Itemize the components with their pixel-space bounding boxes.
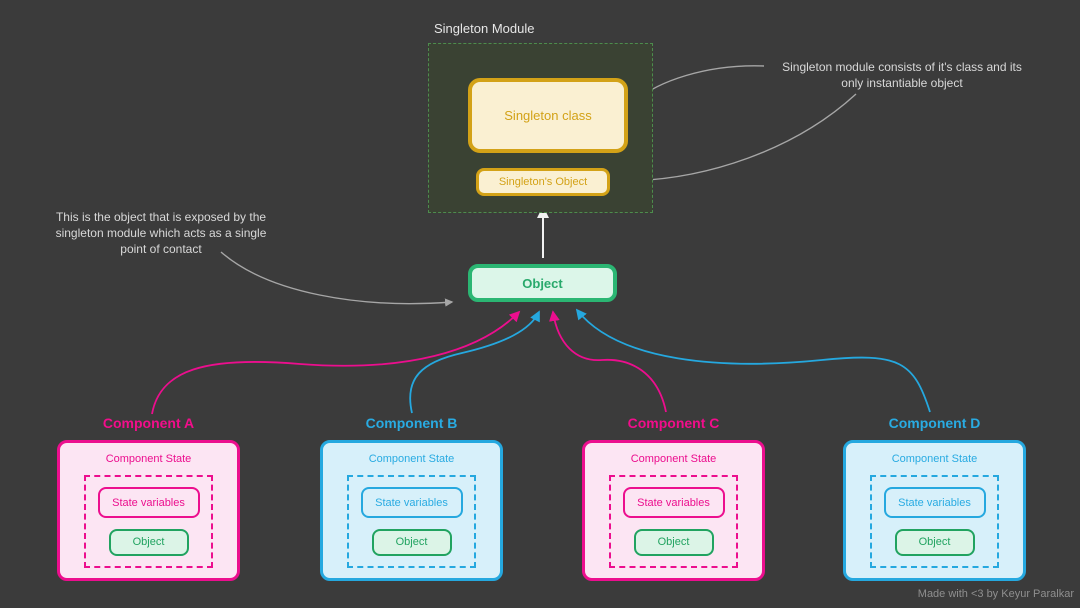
component-b-title: Component B	[365, 415, 458, 431]
component-a-box: Component State State variables Object	[57, 440, 240, 581]
component-state-label: Component State	[368, 453, 455, 465]
component-state-dashed-box: State variables Object	[870, 475, 999, 568]
component-state-dashed-box: State variables Object	[347, 475, 476, 568]
arrow-note-to-object	[220, 251, 454, 307]
arrow-component-d-to-object	[575, 308, 931, 413]
component-object-box: Object	[371, 528, 452, 556]
state-variables-box: State variables	[622, 487, 725, 519]
component-object-box: Object	[633, 528, 714, 556]
annotation-module-note: Singleton module consists of it's class …	[782, 60, 1022, 91]
exposed-object-box: Object	[468, 264, 617, 302]
exposed-object-label: Object	[522, 275, 563, 291]
component-b-box: Component State State variables Object	[320, 440, 503, 581]
component-a-title: Component A	[102, 415, 195, 431]
component-a: Component A Component State State variab…	[57, 413, 240, 581]
component-object-box: Object	[108, 528, 189, 556]
arrow-component-a-to-object	[151, 310, 521, 415]
component-c: Component C Component State State variab…	[582, 413, 765, 581]
component-state-label: Component State	[105, 453, 192, 465]
component-state-dashed-box: State variables Object	[609, 475, 738, 568]
component-state-dashed-box: State variables Object	[84, 475, 213, 568]
component-b: Component B Component State State variab…	[320, 413, 503, 581]
state-variables-box: State variables	[883, 487, 986, 519]
singleton-class-box: Singleton class	[468, 78, 628, 153]
annotation-object-note: This is the object that is exposed by th…	[55, 210, 267, 257]
component-d: Component D Component State State variab…	[843, 413, 1026, 581]
singleton-module-label: Singleton Module	[434, 21, 535, 36]
component-c-title: Component C	[627, 415, 720, 431]
arrow-note-to-singleton-object	[623, 93, 857, 186]
state-variables-box: State variables	[97, 487, 200, 519]
arrow-component-b-to-object	[409, 310, 540, 414]
arrow-component-c-to-object	[549, 310, 667, 413]
component-state-label: Component State	[630, 453, 717, 465]
component-d-title: Component D	[888, 415, 981, 431]
component-object-box: Object	[894, 528, 975, 556]
component-c-box: Component State State variables Object	[582, 440, 765, 581]
state-variables-box: State variables	[360, 487, 463, 519]
singleton-class-label: Singleton class	[504, 108, 592, 123]
component-d-box: Component State State variables Object	[843, 440, 1026, 581]
component-state-label: Component State	[891, 453, 978, 465]
singleton-object-label: Singleton's Object	[498, 176, 588, 188]
singleton-object-box: Singleton's Object	[476, 168, 610, 196]
credit-text: Made with <3 by Keyur Paralkar	[917, 588, 1074, 600]
